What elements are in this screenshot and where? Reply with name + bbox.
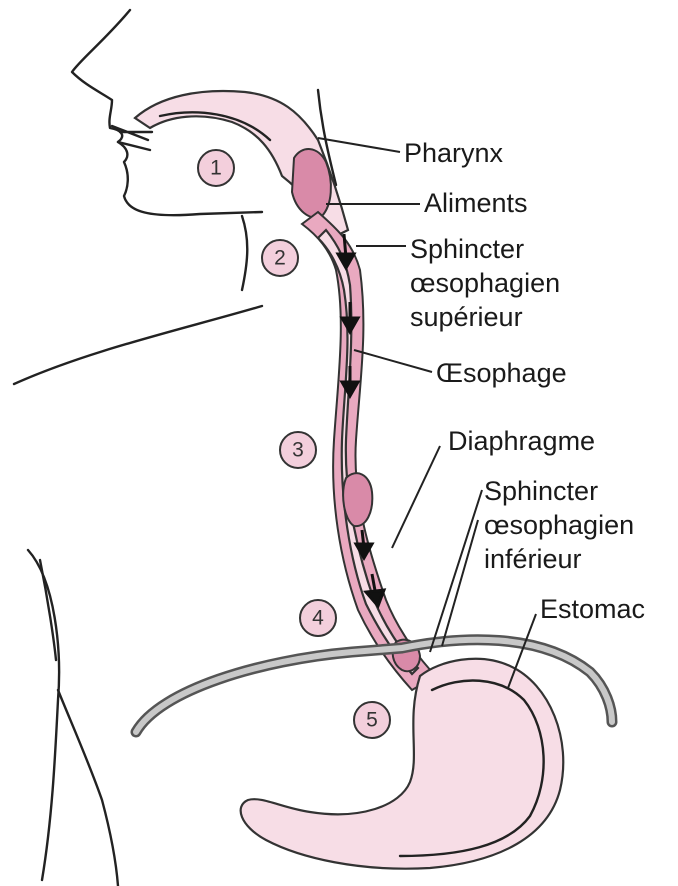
label-estomac: Estomac xyxy=(540,594,645,624)
label-sphincter-sup-line1: Sphincter xyxy=(410,234,524,264)
svg-text:5: 5 xyxy=(366,709,378,732)
label-aliments: Aliments xyxy=(424,188,528,218)
svg-text:2: 2 xyxy=(274,247,286,270)
lips-outline xyxy=(112,126,152,150)
label-sphincter-sup-line2: œsophagien xyxy=(410,268,560,298)
leader-pharynx xyxy=(318,138,400,152)
step-badge-5: 5 xyxy=(354,702,390,738)
label-sphincter-inf-line2: œsophagien xyxy=(484,510,634,540)
leader-diaphragme xyxy=(392,446,440,548)
label-oesophage: Œsophage xyxy=(436,358,567,388)
label-sphincter-inf-line3: inférieur xyxy=(484,544,582,574)
leader-oesophage xyxy=(354,350,432,372)
svg-text:3: 3 xyxy=(292,439,304,462)
step-badge-3: 3 xyxy=(280,432,316,468)
svg-text:1: 1 xyxy=(210,157,222,180)
leader-sphincter-inf xyxy=(430,490,482,652)
label-diaphragme: Diaphragme xyxy=(448,426,595,456)
stomach xyxy=(241,659,564,869)
bolus-esophagus xyxy=(343,473,372,526)
label-sphincter-sup-line3: supérieur xyxy=(410,302,523,332)
arm-outline xyxy=(28,550,59,880)
step-badge-2: 2 xyxy=(262,240,298,276)
svg-text:4: 4 xyxy=(312,607,324,630)
step-badge-1: 1 xyxy=(198,150,234,186)
label-pharynx: Pharynx xyxy=(404,138,504,168)
step-badge-4: 4 xyxy=(300,600,336,636)
neck-outline xyxy=(242,216,247,290)
shoulder-outline xyxy=(14,306,262,384)
torso-outline xyxy=(58,690,118,886)
label-sphincter-inf-line1: Sphincter xyxy=(484,476,598,506)
bolus-pharynx xyxy=(292,149,331,218)
